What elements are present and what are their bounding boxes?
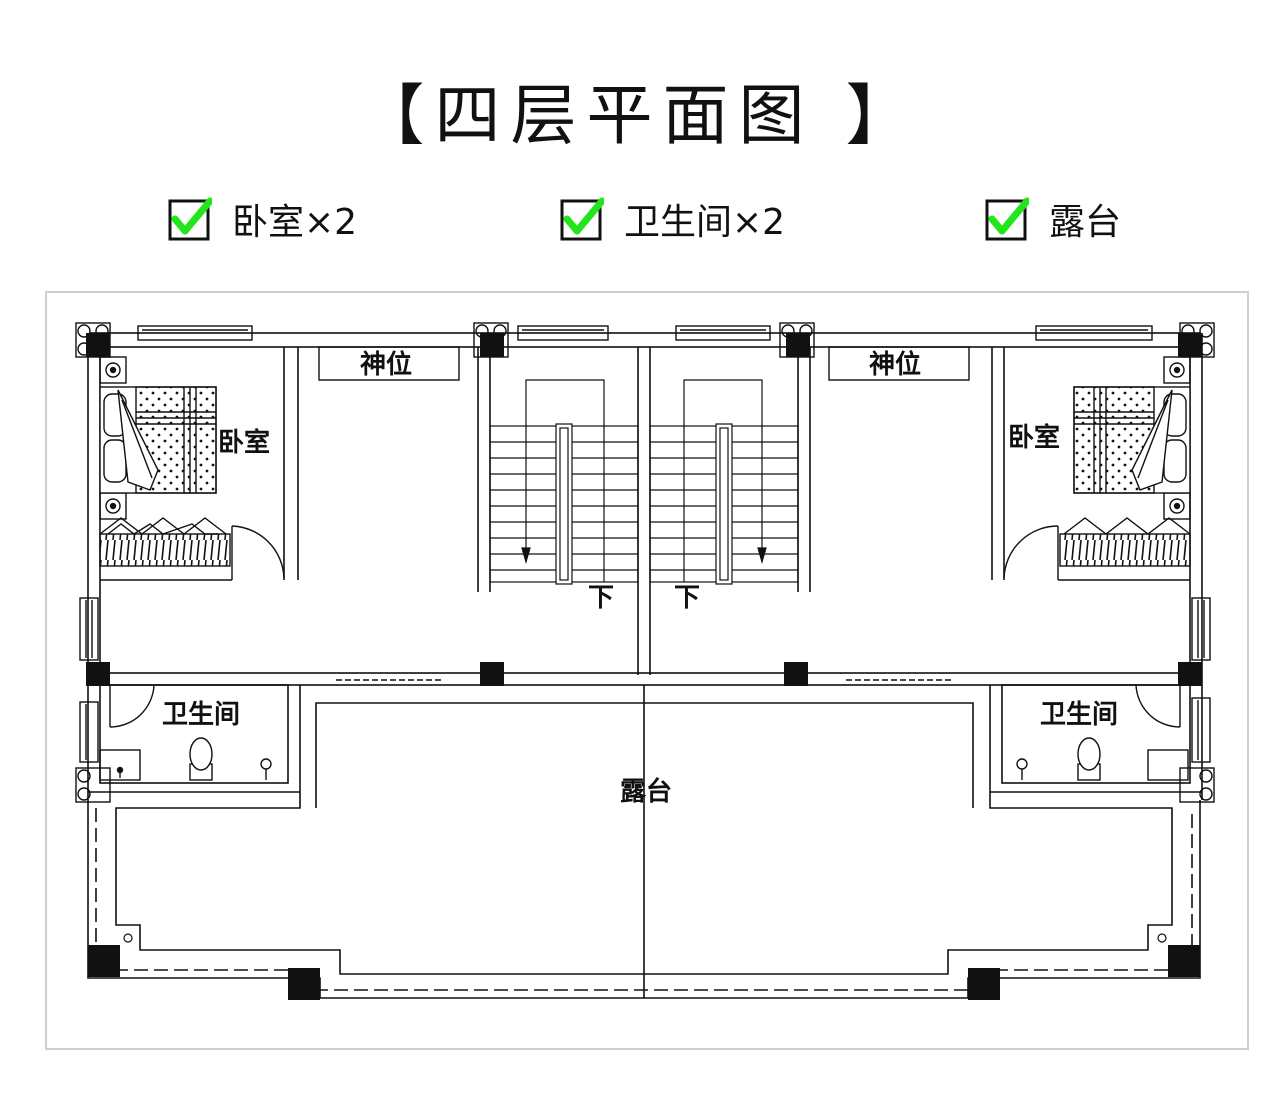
windows: [79, 325, 1211, 763]
feature-bedrooms: 卧室×2: [168, 196, 358, 243]
bath-fixtures-left: [99, 737, 272, 781]
label-shrine-left: 神位: [360, 349, 412, 380]
green-check-icon: [168, 197, 212, 241]
green-check-icon: [560, 197, 604, 241]
feature-label: 卫生间×2: [624, 202, 786, 243]
feature-bathrooms: 卫生间×2: [560, 196, 786, 243]
bath-fixtures-right: [1016, 737, 1189, 781]
feature-terrace: 露台: [985, 196, 1122, 243]
wardrobe-left: [99, 517, 231, 567]
green-check-icon: [985, 197, 1029, 241]
label-stair-left: 下: [588, 583, 614, 613]
page-title: 【四层平面图 】: [358, 77, 922, 154]
drain-circles: [123, 933, 1167, 943]
label-bedroom-left: 卧室: [218, 427, 270, 458]
label-bath-left: 卫生间: [162, 700, 240, 730]
label-bedroom-right: 卧室: [1008, 422, 1060, 453]
feature-label: 露台: [1049, 202, 1122, 243]
staircase-right: [649, 379, 799, 585]
columns: [86, 333, 1202, 1000]
wardrobe-right: [1059, 517, 1191, 567]
plan-frame: [45, 291, 1249, 1050]
label-bath-right: 卫生间: [1040, 700, 1118, 730]
staircase-left: [489, 379, 639, 585]
bed-right: [1073, 356, 1191, 520]
doors: [109, 525, 1181, 728]
corner-ornaments: [75, 322, 1215, 803]
feature-label: 卧室×2: [232, 202, 358, 243]
room-labels: 卧室 卧室 神位 神位 下 下 卫生间 卫生间 露台: [162, 349, 1118, 807]
label-shrine-right: 神位: [869, 349, 921, 380]
bed-left: [99, 356, 217, 520]
label-terrace: 露台: [620, 776, 672, 807]
label-stair-right: 下: [674, 583, 700, 613]
shrine-cabinets: [318, 346, 970, 381]
